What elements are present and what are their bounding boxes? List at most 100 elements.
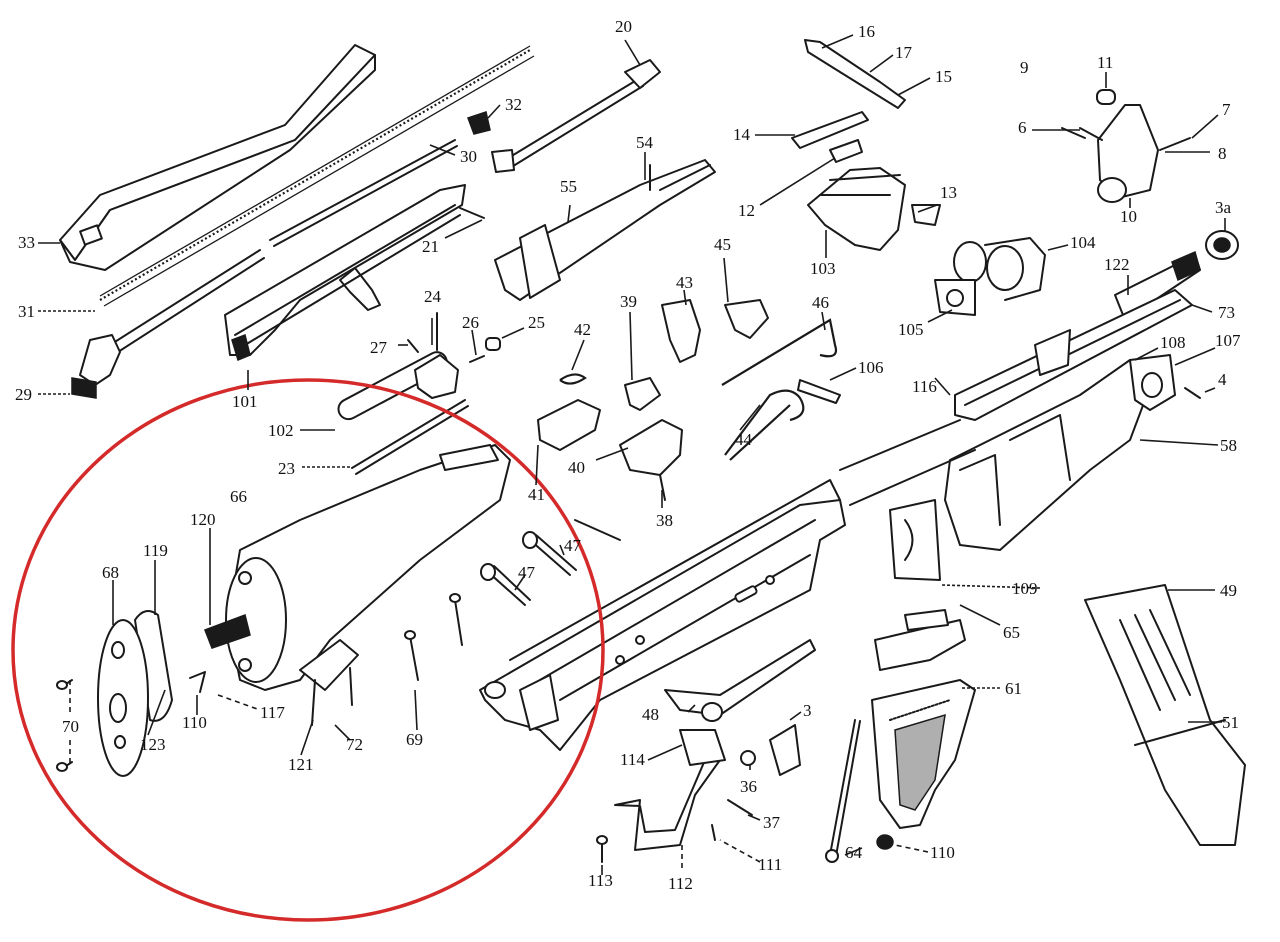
label-58: 58 (1220, 436, 1237, 455)
part-119-plate (134, 610, 173, 722)
highlight-circle (11, 378, 605, 922)
label-3: 3 (803, 701, 812, 720)
part-41-disconnector (537, 399, 601, 451)
part-45 (724, 299, 769, 339)
label-54: 54 (636, 133, 654, 152)
part-3-spring (769, 724, 801, 776)
label-13: 13 (940, 183, 957, 202)
label-123: 123 (140, 735, 166, 754)
barrel (1114, 230, 1239, 321)
label-113: 113 (588, 871, 613, 890)
label-72: 72 (346, 735, 363, 754)
leader-lines (38, 34, 1226, 875)
bolt (337, 312, 459, 421)
gas-tube-rod (269, 139, 458, 247)
label-48: 48 (642, 705, 659, 724)
label-64: 64 (845, 843, 863, 862)
label-112: 112 (668, 874, 693, 893)
part-32-clip (467, 111, 491, 135)
label-122: 122 (1104, 255, 1130, 274)
rear-sight-block (807, 167, 941, 251)
label-104: 104 (1070, 233, 1096, 252)
part-69-screws (404, 593, 463, 681)
part-48-lever (664, 639, 816, 722)
part-120-screw (204, 614, 251, 649)
label-73: 73 (1218, 303, 1235, 322)
magazine (1084, 584, 1246, 846)
buttstock (225, 444, 511, 691)
label-8: 8 (1218, 144, 1227, 163)
label-119: 119 (143, 541, 168, 560)
label-51: 51 (1222, 713, 1239, 732)
label-25: 25 (528, 313, 545, 332)
label-20: 20 (615, 17, 632, 36)
part-43 (661, 299, 701, 363)
label-108: 108 (1160, 333, 1186, 352)
bolt-carrier (224, 184, 466, 362)
part-37-pin (727, 799, 753, 816)
label-49: 49 (1220, 581, 1237, 600)
part-46-spring (721, 318, 838, 386)
guide-rod-assembly (71, 249, 265, 399)
part-121-sling-swivel (299, 639, 359, 726)
part-68-buttplate (97, 619, 149, 777)
label-31: 31 (18, 302, 35, 321)
lower-handguard (944, 354, 1176, 551)
label-15: 15 (935, 67, 952, 86)
part-65-nut (874, 609, 966, 671)
label-42: 42 (574, 320, 591, 339)
part-110-screw-bottom (876, 834, 894, 850)
label-21: 21 (422, 237, 439, 256)
label-41: 41 (528, 485, 545, 504)
label-110-bottom: 110 (930, 843, 955, 862)
label-55: 55 (560, 177, 577, 196)
label-17: 17 (895, 43, 913, 62)
part-27-pin (407, 339, 419, 353)
label-117: 117 (260, 703, 285, 722)
label-9: 9 (1020, 58, 1029, 77)
cleaning-rod-64 (825, 719, 861, 863)
label-30: 30 (460, 147, 477, 166)
dust-cover (59, 44, 376, 271)
part-109-ring (889, 499, 941, 581)
label-37: 37 (763, 813, 781, 832)
label-121: 121 (288, 755, 314, 774)
label-12: 12 (738, 201, 755, 220)
recoil-spring (99, 45, 535, 307)
part-44-hammer-spring (724, 389, 805, 461)
label-47b: 47 (518, 563, 536, 582)
label-107: 107 (1215, 331, 1241, 350)
label-68: 68 (102, 563, 119, 582)
label-102: 102 (268, 421, 294, 440)
label-43: 43 (676, 273, 693, 292)
label-14: 14 (733, 125, 751, 144)
label-27: 27 (370, 338, 388, 357)
part-113-screw (596, 835, 608, 863)
rear-sight-leaf (791, 39, 906, 163)
label-69: 69 (406, 730, 423, 749)
part-42-spring (559, 373, 587, 385)
label-105: 105 (898, 320, 924, 339)
label-16: 16 (858, 22, 875, 41)
label-26: 26 (462, 313, 479, 332)
label-111: 111 (758, 855, 782, 874)
label-109: 109 (1012, 579, 1038, 598)
label-32: 32 (505, 95, 522, 114)
part-21-pin (459, 207, 485, 219)
label-103: 103 (810, 259, 836, 278)
part-105-plate (934, 279, 976, 316)
label-33: 33 (18, 233, 35, 252)
label-29: 29 (15, 385, 32, 404)
label-38: 38 (656, 511, 673, 530)
part-111 (711, 824, 716, 841)
label-4: 4 (1218, 370, 1227, 389)
upper-handguard (494, 159, 716, 301)
label-120: 120 (190, 510, 216, 529)
label-70: 70 (62, 717, 79, 736)
label-65: 65 (1003, 623, 1020, 642)
label-114: 114 (620, 750, 645, 769)
part-26-25-pins (469, 337, 501, 363)
label-39: 39 (620, 292, 637, 311)
pistol-grip (871, 679, 976, 829)
